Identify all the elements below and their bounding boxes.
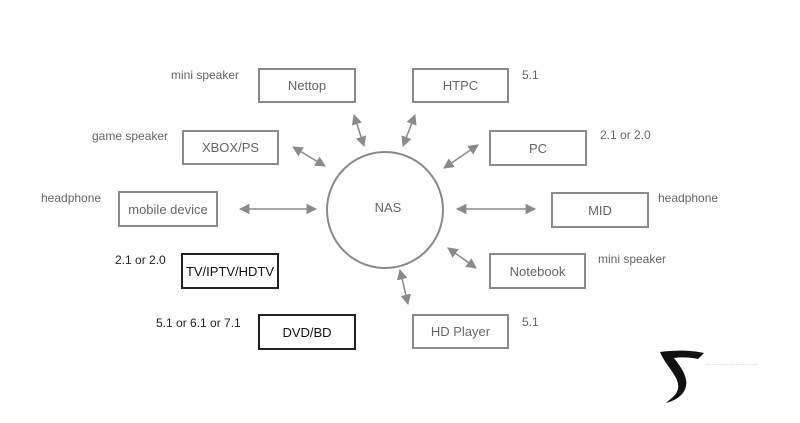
device-tv: TV/IPTV/HDTV: [181, 253, 279, 289]
audio-label-nettop: mini speaker: [171, 68, 240, 82]
arrow-notebook: [447, 247, 477, 269]
audio-label-htpc: 5.1: [522, 68, 539, 82]
arrow-pc: [443, 144, 479, 169]
audio-label-tv: 2.1 or 2.0: [115, 253, 166, 267]
audio-label-mid: headphone: [658, 191, 719, 205]
arrow-hdplayer: [397, 268, 411, 306]
arrow-htpc: [401, 114, 417, 147]
device-mid: MID: [551, 192, 649, 228]
audio-label-hdplayer: 5.1: [522, 315, 539, 329]
audio-label-xbox: game speaker: [92, 129, 169, 143]
audio-label-notebook: mini speaker: [598, 252, 667, 266]
brand-watermark: ~~~~~~~~~: [705, 360, 758, 371]
arrow-xbox: [292, 146, 326, 167]
nas-label: NAS: [374, 200, 402, 215]
nas-circle: [326, 151, 444, 269]
device-nettop: Nettop: [258, 68, 356, 103]
audio-label-dvd: 5.1 or 6.1 or 7.1: [156, 316, 241, 330]
device-htpc: HTPC: [412, 68, 509, 103]
device-mobile: mobile device: [118, 191, 218, 227]
device-notebook: Notebook: [489, 253, 586, 289]
device-hdplayer: HD Player: [412, 314, 509, 349]
brand-logo: [660, 350, 704, 403]
audio-label-mobile: headphone: [41, 191, 102, 205]
device-xbox: XBOX/PS: [182, 130, 279, 165]
arrow-nettop: [351, 114, 367, 147]
audio-label-pc: 2.1 or 2.0: [600, 128, 651, 142]
device-pc: PC: [489, 130, 587, 166]
device-dvd: DVD/BD: [258, 314, 356, 350]
